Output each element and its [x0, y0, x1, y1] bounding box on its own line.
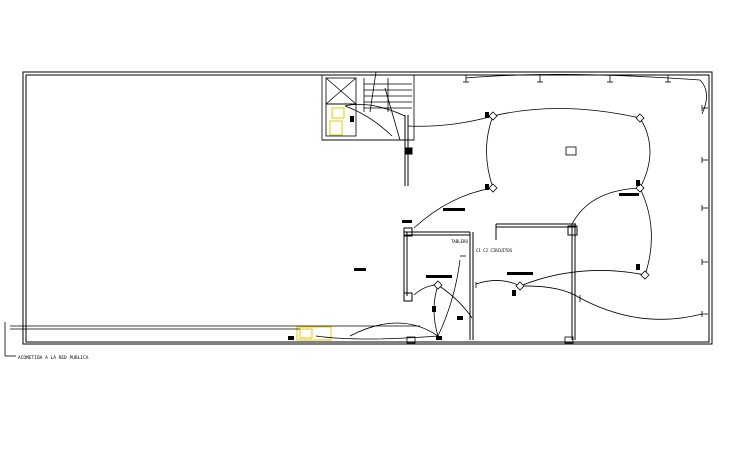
- corridor: [4, 322, 574, 357]
- wiring: [315, 74, 707, 340]
- interior-rooms: [403, 223, 578, 340]
- light-fixture-icon: [640, 270, 650, 280]
- partition-wall: [404, 115, 413, 186]
- junction-box: [565, 146, 577, 156]
- wall-outlets: [460, 75, 708, 317]
- light-fixture-icon: [635, 113, 645, 123]
- light-fixture-icon: [488, 111, 498, 121]
- light-fixture-icon: [433, 280, 443, 290]
- light-fixture-icon: [515, 281, 525, 291]
- stair-block: [321, 71, 415, 141]
- outer-walls: [22, 71, 713, 345]
- bathroom-fixtures: [296, 107, 345, 341]
- circuit-note: C1 C2 CIRCUITOS: [476, 248, 513, 253]
- service-entry-label: ACOMETIDA A LA RED PUBLICA: [18, 355, 89, 361]
- switch-markers: [288, 112, 640, 340]
- panel-label: TABLERO: [451, 239, 468, 244]
- light-fixture-icon: [488, 183, 498, 193]
- circuit-tags: [354, 193, 639, 278]
- ceiling-lights: [433, 111, 650, 291]
